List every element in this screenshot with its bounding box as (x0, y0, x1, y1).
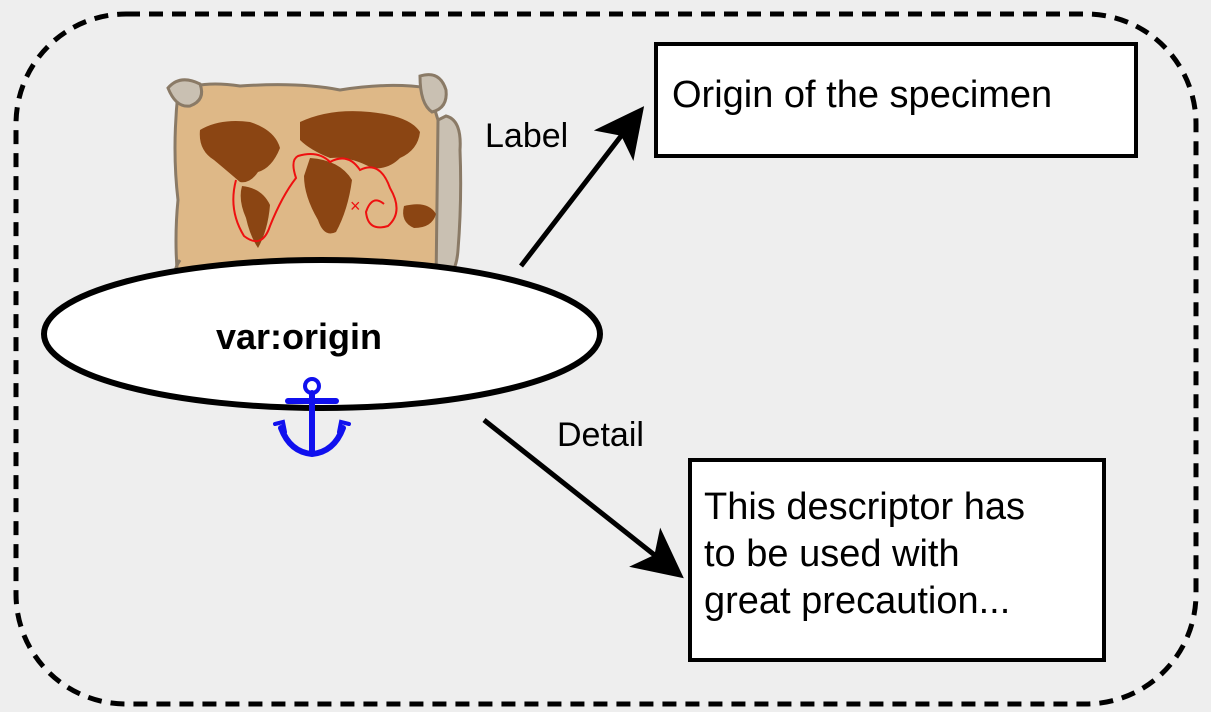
detail-value-text: This descriptor has to be used with grea… (704, 484, 1025, 625)
detail-value-line-3: great precaution... (704, 580, 1011, 622)
detail-value-box: This descriptor has to be used with grea… (688, 458, 1106, 662)
detail-value-line-1: This descriptor has (704, 486, 1026, 528)
anchor-icon (273, 377, 351, 458)
variable-node-label: var:origin (216, 316, 383, 357)
detail-edge-text: Detail (557, 416, 644, 454)
detail-value-line-2: to be used with (704, 533, 960, 575)
dashed-frame (13, 11, 1199, 707)
label-value-text: Origin of the specimen (672, 74, 1053, 116)
label-edge-arrow (519, 106, 645, 268)
label-edge-text: Label (485, 117, 569, 155)
treasure-map-icon: × (166, 73, 463, 290)
detail-edge-arrow (482, 418, 684, 579)
svg-text:×: × (350, 196, 361, 216)
variable-node-ellipse[interactable] (41, 257, 603, 411)
label-value-box: Origin of the specimen (654, 42, 1138, 158)
